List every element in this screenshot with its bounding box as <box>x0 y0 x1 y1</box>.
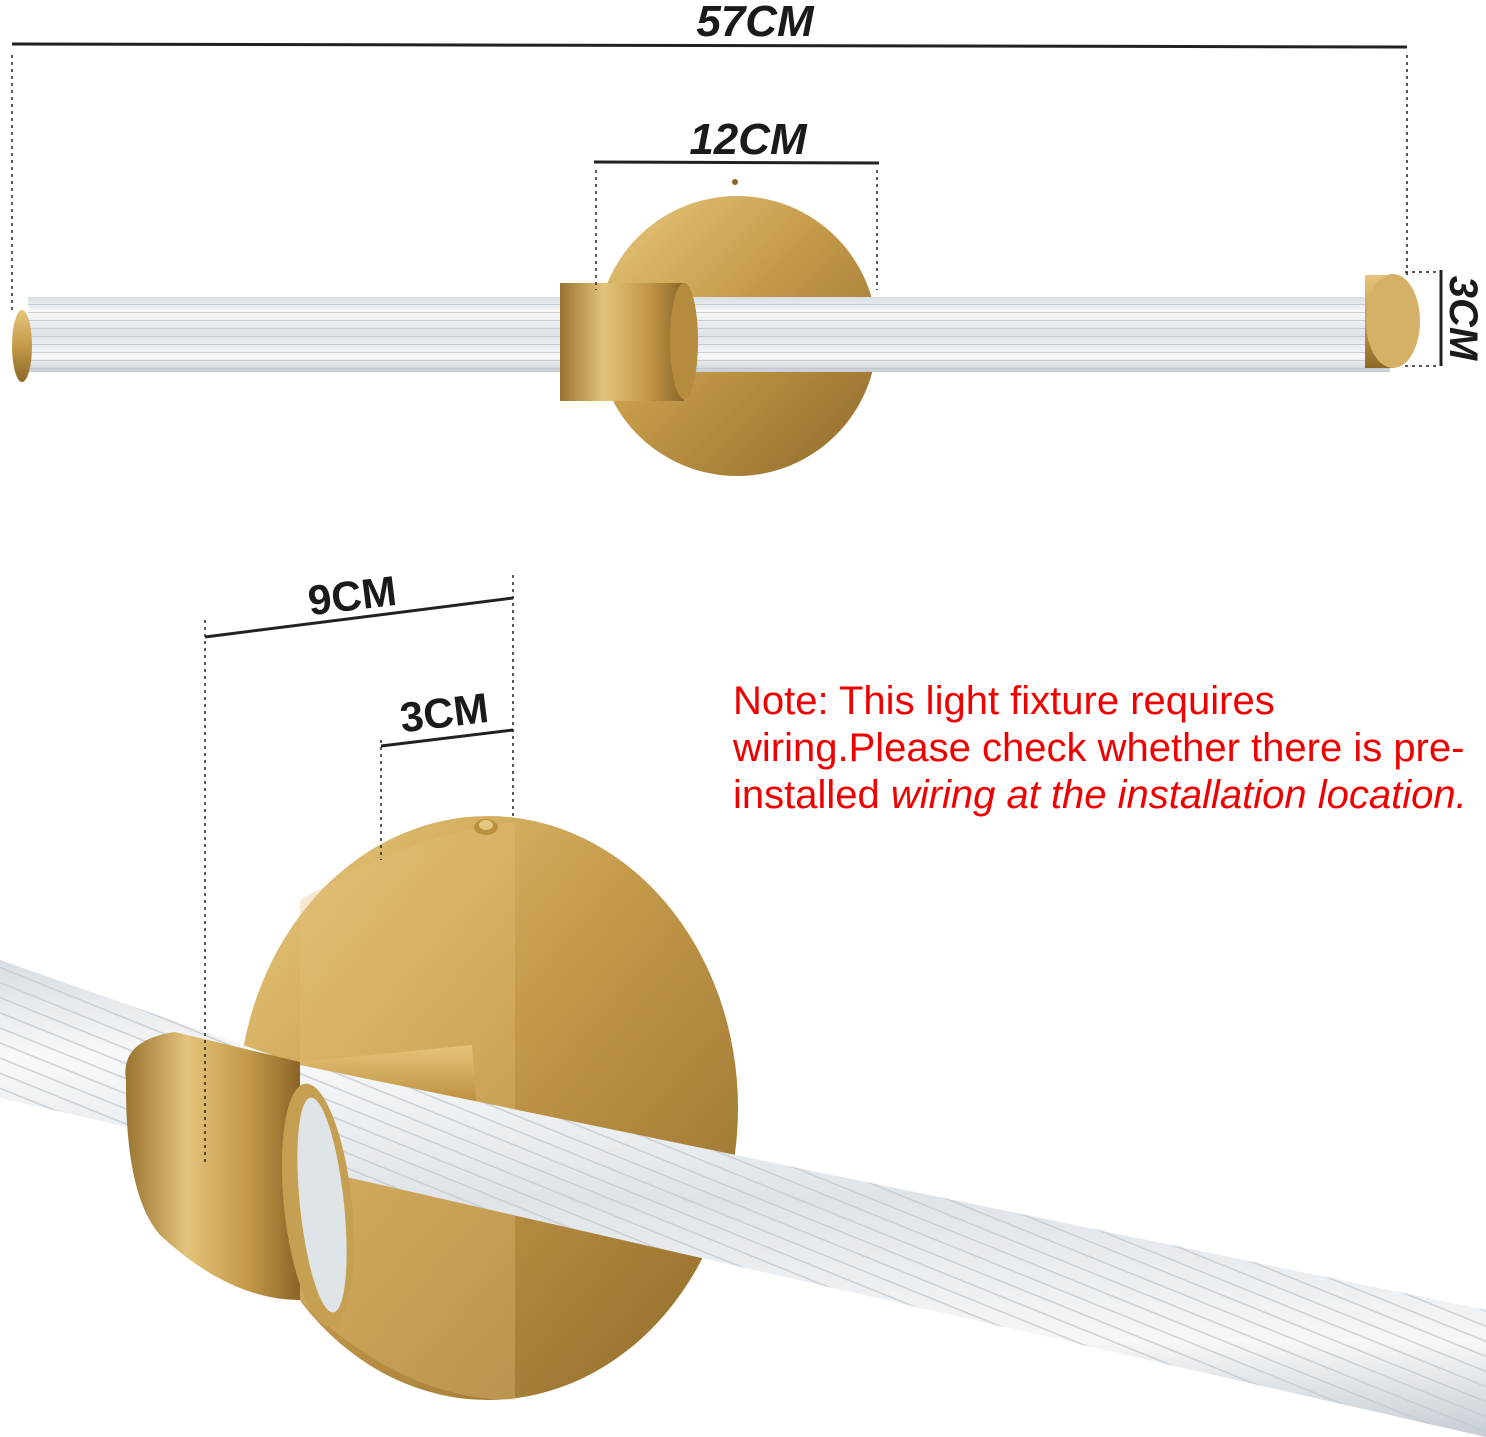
label-backplate-width: 12CM <box>689 115 808 164</box>
label-backplate-depth: 9CM <box>305 567 399 624</box>
top-fixture <box>12 179 1420 476</box>
top-dimensions <box>11 42 1443 367</box>
dim-line-backplate-depth <box>204 596 514 639</box>
top-left-end-cap <box>12 310 32 382</box>
top-right-end-cap <box>1366 274 1420 368</box>
dim-line-overall-length <box>11 42 1408 49</box>
wiring-note-regular: Note: This light fixture requires wiring… <box>733 679 1465 817</box>
label-tube-width: 3CM <box>397 684 491 741</box>
detail-fixture <box>0 816 1486 1437</box>
detail-dimensions <box>204 575 514 1165</box>
label-tube-diameter: 3CM <box>1441 276 1485 362</box>
label-overall-length: 57CM <box>696 0 815 46</box>
detail-sleeve <box>125 1032 300 1300</box>
dim-line-backplate-width <box>593 160 880 165</box>
dim-line-tube-width <box>380 728 514 748</box>
wiring-note: Note: This light fixture requires wiring… <box>733 678 1478 819</box>
top-center-sleeve <box>560 283 684 401</box>
wiring-note-italic: wiring at the installation location. <box>890 773 1467 817</box>
